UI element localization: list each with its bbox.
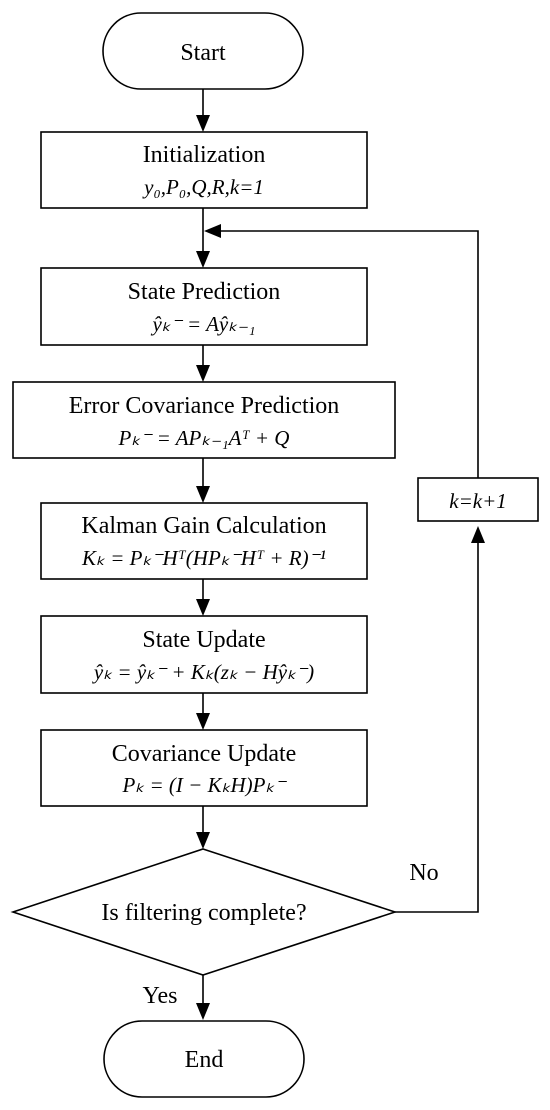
state-prediction-title: State Prediction — [128, 279, 281, 305]
state-update-formula: ŷₖ = ŷₖ⁻ + Kₖ(zₖ − Hŷₖ⁻) — [92, 660, 314, 684]
arrowhead-decision — [196, 832, 210, 849]
kalman-gain-formula: Kₖ = Pₖ⁻Hᵀ(HPₖ⁻Hᵀ + R)⁻¹ — [81, 546, 326, 570]
arrowhead-feedback — [204, 224, 221, 238]
end-label: End — [185, 1047, 224, 1073]
end-terminator — [103, 1020, 305, 1098]
error-covariance-prediction-title: Error Covariance Prediction — [69, 393, 340, 419]
arrowhead-end — [196, 1003, 210, 1020]
initialization-formula: y₀,P₀,Q,R,k=1 — [142, 175, 264, 199]
arrowhead-kalman-gain — [196, 486, 210, 503]
error-covariance-prediction-formula: Pₖ⁻ = APₖ₋₁Aᵀ + Q — [118, 426, 290, 450]
covariance-update-title: Covariance Update — [112, 741, 297, 767]
state-prediction-formula: ŷₖ⁻ = Aŷₖ₋₁ — [150, 312, 255, 336]
covariance-update-formula: Pₖ = (I − KₖH)Pₖ⁻ — [121, 773, 287, 797]
kalman-gain-title: Kalman Gain Calculation — [81, 513, 326, 539]
increment-label: k=k+1 — [449, 489, 506, 513]
arrowhead-init — [196, 115, 210, 132]
connector-no-path — [395, 540, 479, 913]
increment-box — [417, 477, 539, 522]
kalman-gain-box — [40, 502, 368, 580]
initialization-box — [40, 131, 368, 209]
connector-feedback-loop — [220, 230, 479, 478]
arrowhead-state-update — [196, 599, 210, 616]
state-prediction-box — [40, 267, 368, 346]
decision-label: Is filtering complete? — [101, 900, 306, 926]
arrowhead-covariance-update — [196, 713, 210, 730]
no-label: No — [409, 860, 438, 886]
initialization-title: Initialization — [143, 142, 266, 168]
arrowhead-error-cov — [196, 365, 210, 382]
yes-label: Yes — [143, 983, 178, 1009]
arrowhead-increment — [471, 526, 485, 543]
arrowhead-state-prediction — [196, 251, 210, 268]
state-update-box — [40, 615, 368, 694]
start-label: Start — [180, 40, 226, 66]
covariance-update-box — [40, 729, 368, 807]
error-covariance-prediction-box — [12, 381, 396, 459]
state-update-title: State Update — [142, 627, 265, 653]
